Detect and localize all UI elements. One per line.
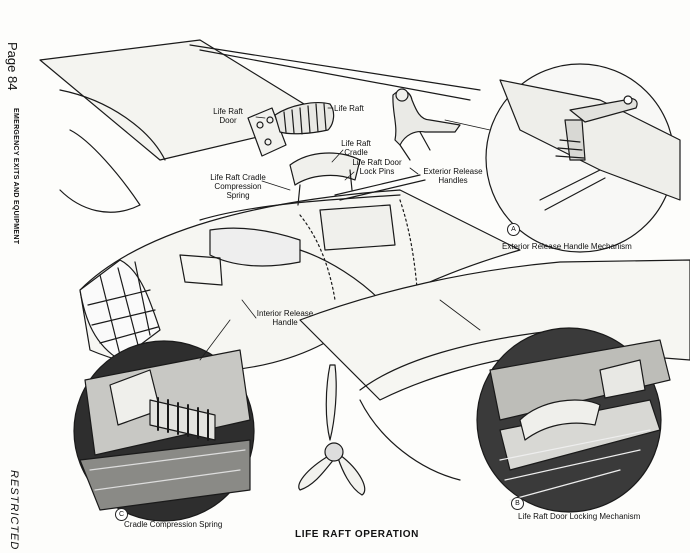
label-life-raft: Life Raft [334, 104, 364, 113]
label-life-raft-door: Life Raft Door [213, 107, 243, 125]
label-exterior-release-handles: Exterior Release Handles [423, 167, 483, 185]
label-interior-release-handle: Interior Release Handle [256, 309, 314, 327]
inset-b-caption: Life Raft Door Locking Mechanism [518, 512, 641, 521]
inset-c-caption: Cradle Compression Spring [124, 520, 223, 529]
inset-c-drawing [73, 340, 255, 522]
label-life-raft-cradle: Life Raft Cradle [341, 139, 371, 157]
inset-c-badge: C [115, 508, 128, 521]
fuselage-drawing [79, 189, 521, 372]
inset-b-drawing [476, 327, 671, 513]
classification-mark: RESTRICTED [8, 470, 20, 551]
life-raft-exploded-drawing [247, 102, 426, 206]
callout-leaders [199, 107, 491, 361]
label-cradle-compression-spring: Life Raft Cradle Compression Spring [210, 173, 266, 200]
lower-wing-drawing [299, 259, 690, 481]
crew-member-drawing [392, 88, 461, 161]
inset-a-badge: A [507, 223, 520, 236]
page-number: Page 84 [5, 42, 20, 91]
figure-caption: LIFE RAFT OPERATION [295, 529, 419, 540]
label-door-lock-pins: Life Raft Door Lock Pins [352, 158, 402, 176]
inset-a-caption: Exterior Release Handle Mechanism [502, 242, 632, 251]
inset-b-badge: B [511, 497, 524, 510]
section-title: EMERGENCY EXITS AND EQUIPMENT [12, 108, 19, 245]
inset-a-drawing [485, 63, 681, 253]
propeller-drawing [298, 364, 366, 496]
